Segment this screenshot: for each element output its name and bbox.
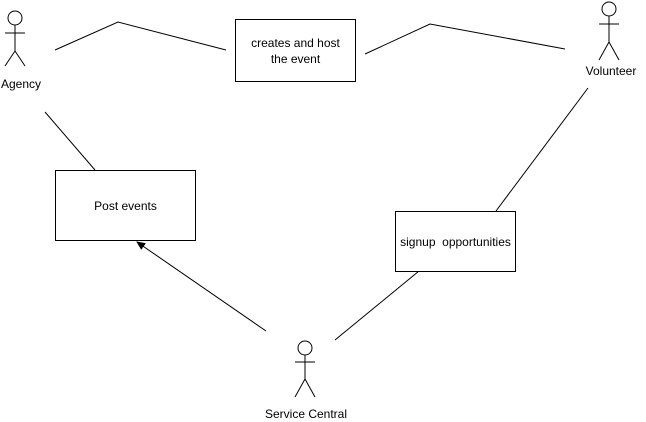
signup-opportunities-box[interactable]: signup opportunities <box>395 211 516 272</box>
signup-opportunities-text: signup opportunities <box>400 234 511 249</box>
agency-to-create-connector <box>54 21 227 51</box>
agency-label: Agency <box>0 77 42 91</box>
post-events-text: Post events <box>94 198 157 213</box>
signup-to-service-connector <box>334 270 420 341</box>
volunteer-actor-icon <box>598 1 620 61</box>
agency-to-post-connector <box>44 111 96 171</box>
service-to-post-arrow <box>136 241 267 332</box>
create-host-event-box[interactable]: creates and host the event <box>235 19 356 82</box>
volunteer-to-signup-connector <box>495 87 589 212</box>
create-to-volunteer-connector <box>364 23 566 55</box>
post-events-box[interactable]: Post events <box>55 170 196 241</box>
service-central-label: Service Central <box>264 407 348 421</box>
agency-actor-icon <box>4 10 26 67</box>
volunteer-label: Volunteer <box>585 64 637 78</box>
service-central-actor-icon <box>294 340 316 398</box>
create-host-event-text: creates and host the event <box>251 35 340 66</box>
